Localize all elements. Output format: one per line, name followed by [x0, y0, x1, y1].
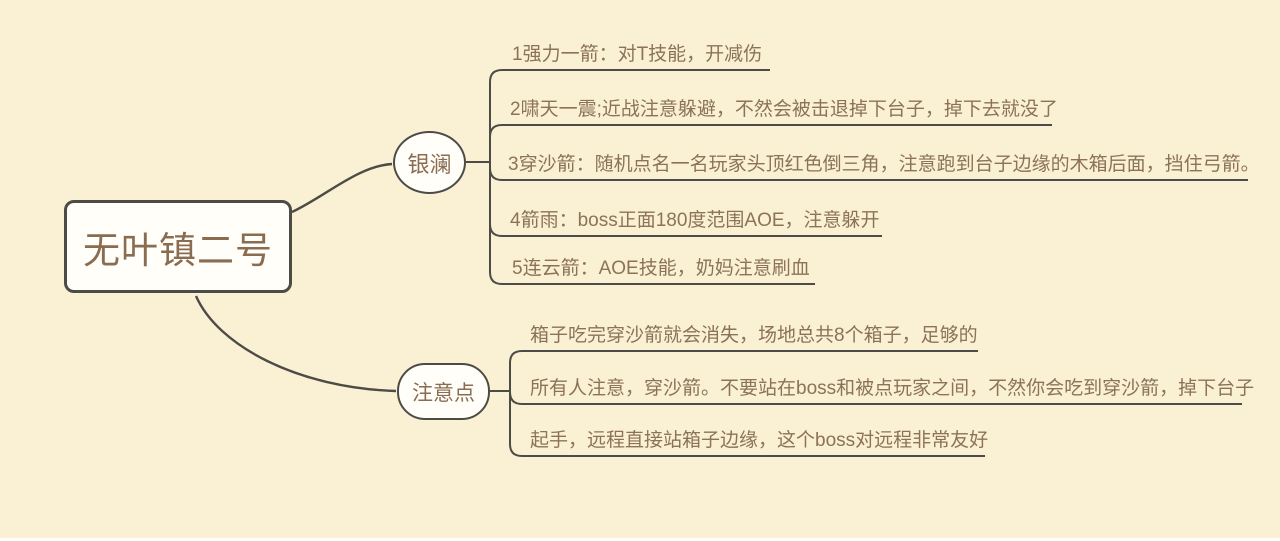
link-root-to-notes	[194, 295, 397, 393]
branch-topic-notes[interactable]: 注意点	[397, 363, 490, 420]
leaf-topic-skill-3[interactable]: 3穿沙箭：随机点名一名玩家头顶红色倒三角，注意跑到台子边缘的木箱后面，挡住弓箭。	[508, 154, 1260, 175]
leaf-topic-note-2[interactable]: 所有人注意，穿沙箭。不要站在boss和被点玩家之间，不然你会吃到穿沙箭，掉下台子	[530, 378, 1255, 399]
branch-topic-notes-label: 注意点	[412, 381, 475, 405]
leaf-topic-skill-4[interactable]: 4箭雨：boss正面180度范围AOE，注意躲开	[510, 210, 880, 231]
root-topic-label: 无叶镇二号	[83, 229, 273, 271]
branch-topic-yinlan[interactable]: 银澜	[393, 131, 466, 194]
branch-topic-yinlan-label: 银澜	[407, 151, 452, 177]
bottom-edge-strip	[0, 538, 1280, 541]
leaf-topic-note-3[interactable]: 起手，远程直接站箱子边缘，这个boss对远程非常友好	[530, 430, 989, 451]
leaf-topic-skill-5[interactable]: 5连云箭：AOE技能，奶妈注意刷血	[512, 258, 810, 279]
leaf-topic-skill-2[interactable]: 2啸天一震;近战注意躲避，不然会被击退掉下台子，掉下去就没了	[510, 99, 1058, 120]
link-root-to-yinlan	[291, 162, 393, 214]
root-topic[interactable]: 无叶镇二号	[64, 200, 292, 293]
leaf-topic-skill-1[interactable]: 1强力一箭：对T技能，开减伤	[512, 44, 763, 65]
leaf-topic-note-1[interactable]: 箱子吃完穿沙箭就会消失，场地总共8个箱子，足够的	[530, 325, 978, 346]
